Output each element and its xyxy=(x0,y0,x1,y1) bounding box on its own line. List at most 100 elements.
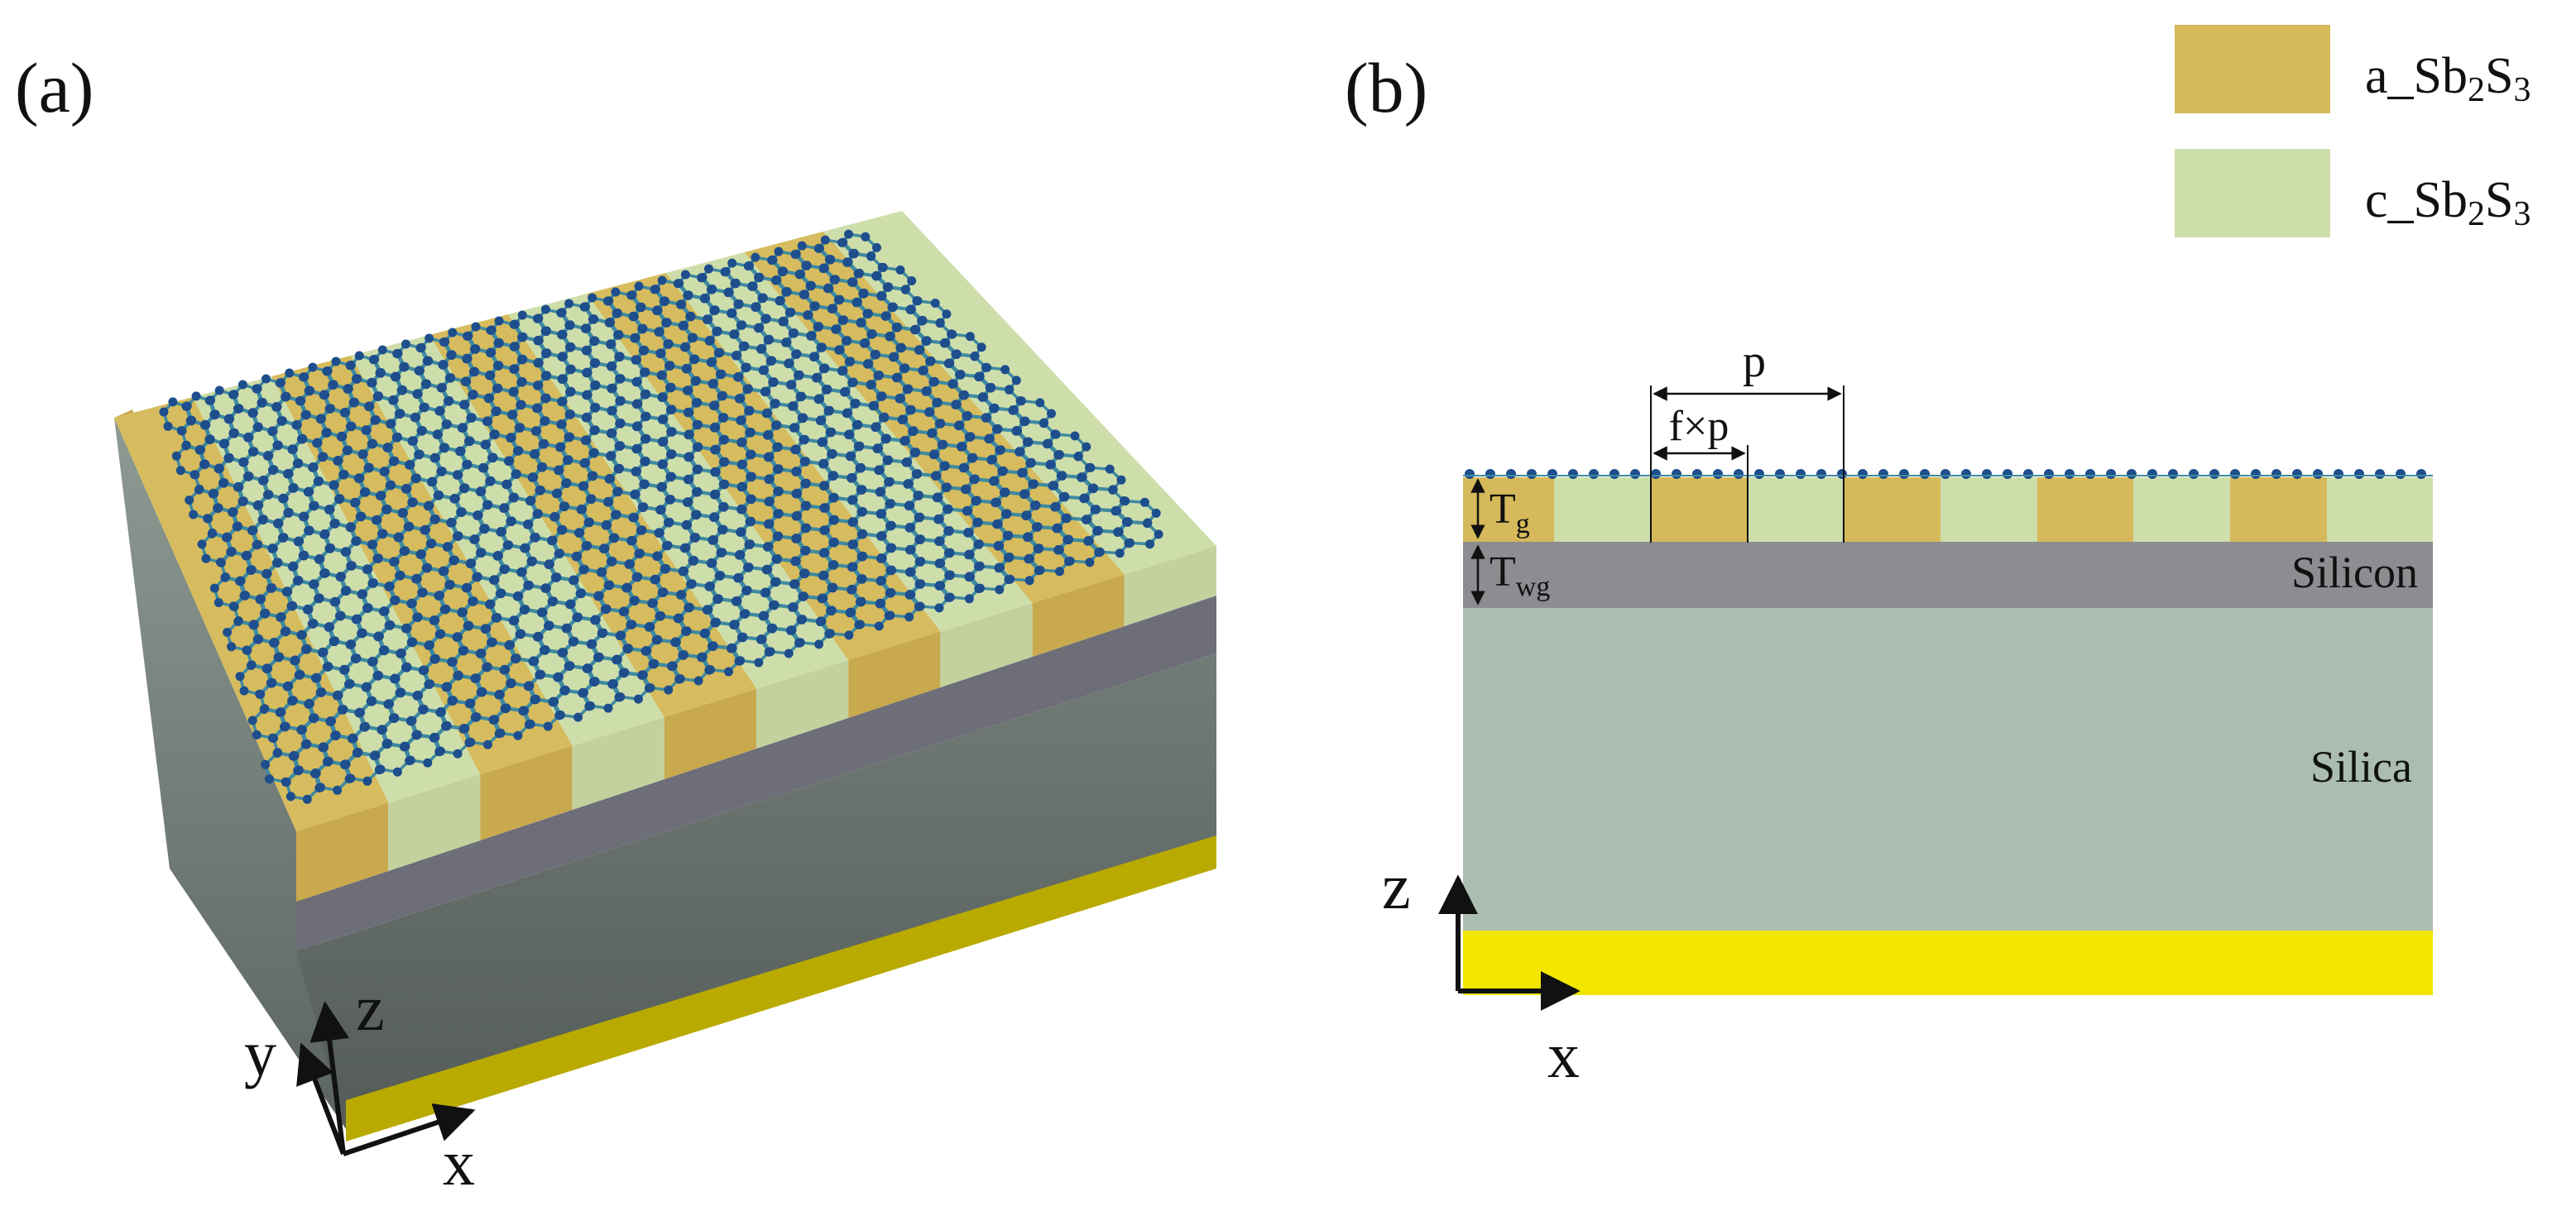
graphene-atom xyxy=(492,613,501,623)
graphene-atom xyxy=(737,438,747,448)
graphene-atom xyxy=(182,401,192,411)
graphene-atom-dot xyxy=(2003,469,2012,479)
graphene-atom xyxy=(379,646,389,656)
graphene-atom xyxy=(1000,488,1010,498)
graphene-atom xyxy=(248,525,258,535)
graphene-atom xyxy=(520,706,530,716)
graphene-atom xyxy=(566,387,576,397)
graphene-atom-dot xyxy=(1465,469,1475,479)
graphene-atom xyxy=(341,586,351,596)
graphene-atom xyxy=(233,522,242,532)
graphene-atom xyxy=(385,582,395,591)
graphene-atom xyxy=(516,400,526,410)
graphene-atom xyxy=(309,462,319,472)
graphene-atom xyxy=(558,396,568,406)
graphene-atom xyxy=(1035,565,1045,575)
graphene-atom xyxy=(1054,545,1064,555)
panel-a-axes: y z x xyxy=(244,972,476,1199)
graphene-atom xyxy=(349,398,359,408)
graphene-atom-dot xyxy=(2044,469,2054,479)
graphene-atom xyxy=(514,591,524,601)
graphene-atom xyxy=(638,503,648,512)
graphene-atom xyxy=(796,270,806,279)
graphene-atom xyxy=(857,552,867,562)
graphene-atom xyxy=(852,420,862,430)
graphene-atom xyxy=(1000,365,1010,375)
graphene-atom xyxy=(530,449,540,459)
graphene-atom xyxy=(467,558,477,568)
dim-tg-label: Tg xyxy=(1489,486,1530,539)
graphene-atom xyxy=(301,410,311,420)
graphene-atom xyxy=(964,594,974,604)
graphene-atom xyxy=(210,410,220,420)
graphene-atom xyxy=(353,748,362,758)
panel-a-label: (a) xyxy=(15,48,94,127)
graphene-atom xyxy=(581,458,591,468)
graphene-atom xyxy=(382,740,392,749)
graphene-atom xyxy=(859,289,869,299)
graphene-atom xyxy=(573,712,583,722)
graphene-atom xyxy=(928,428,938,438)
graphene-atom xyxy=(385,699,395,709)
graphene-atom-dot xyxy=(2106,469,2116,479)
graphene-atom xyxy=(942,483,952,493)
graphene-atom xyxy=(494,551,503,561)
graphene-atom xyxy=(477,687,487,697)
graphene-atom xyxy=(616,396,626,406)
front-stripe-crystalline xyxy=(756,660,849,749)
graphene-atom xyxy=(549,696,559,706)
graphene-atom xyxy=(995,541,1005,551)
graphene-atom xyxy=(305,386,314,396)
graphene-atom xyxy=(630,513,639,522)
graphene-atom xyxy=(363,564,373,574)
graphene-atom xyxy=(594,591,604,601)
silicon-label: Silicon xyxy=(2291,548,2418,597)
graphene-atom xyxy=(1047,460,1056,469)
legend-amorphous-mid: S xyxy=(2485,48,2513,104)
graphene-atom xyxy=(416,342,426,352)
graphene-atom xyxy=(529,472,539,482)
graphene-atom xyxy=(439,566,449,576)
graphene-atom xyxy=(1145,539,1155,549)
graphene-atom xyxy=(218,478,228,488)
graphene-atom xyxy=(175,466,185,476)
graphene-atom xyxy=(503,540,513,550)
graphene-atom xyxy=(746,428,756,438)
graphene-atom xyxy=(679,650,688,660)
graphene-atom xyxy=(236,576,246,586)
graphene-atom xyxy=(259,476,269,486)
graphene-atom xyxy=(588,639,597,649)
graphene-atom xyxy=(818,593,828,603)
graphene-atom xyxy=(430,615,440,625)
legend-crystalline-sub1: 2 xyxy=(2468,195,2485,233)
graphene-atom xyxy=(739,342,749,352)
graphene-atom xyxy=(383,443,393,452)
graphene-atom xyxy=(1051,429,1061,439)
graphene-atom xyxy=(305,699,314,709)
graphene-atom xyxy=(443,682,453,692)
graphene-atom xyxy=(653,305,663,315)
graphene-atom xyxy=(663,541,673,551)
graphene-atom xyxy=(736,320,746,330)
graphene-atom xyxy=(603,703,613,713)
graphene-atom-dot xyxy=(2396,469,2406,479)
graphene-atom xyxy=(364,463,374,473)
graphene-atom xyxy=(824,406,834,416)
graphene-atom xyxy=(773,443,783,452)
graphene-atom xyxy=(1049,481,1059,491)
graphene-atom xyxy=(904,479,914,489)
graphene-atom xyxy=(1029,480,1039,489)
graphene-atom xyxy=(1151,508,1161,518)
graphene-atom xyxy=(922,386,932,396)
graphene-atom xyxy=(906,545,916,554)
graphene-atom xyxy=(487,347,496,357)
graphene-atom xyxy=(448,657,458,667)
graphene-atom xyxy=(847,473,857,483)
graphene-atom xyxy=(706,665,715,675)
legend-label-amorphous: a_Sb2S3 xyxy=(2365,48,2530,109)
graphene-atom xyxy=(849,539,859,549)
graphene-atom xyxy=(290,655,300,665)
graphene-atom xyxy=(582,435,592,445)
graphene-atom xyxy=(518,333,528,342)
graphene-atom xyxy=(911,325,921,334)
